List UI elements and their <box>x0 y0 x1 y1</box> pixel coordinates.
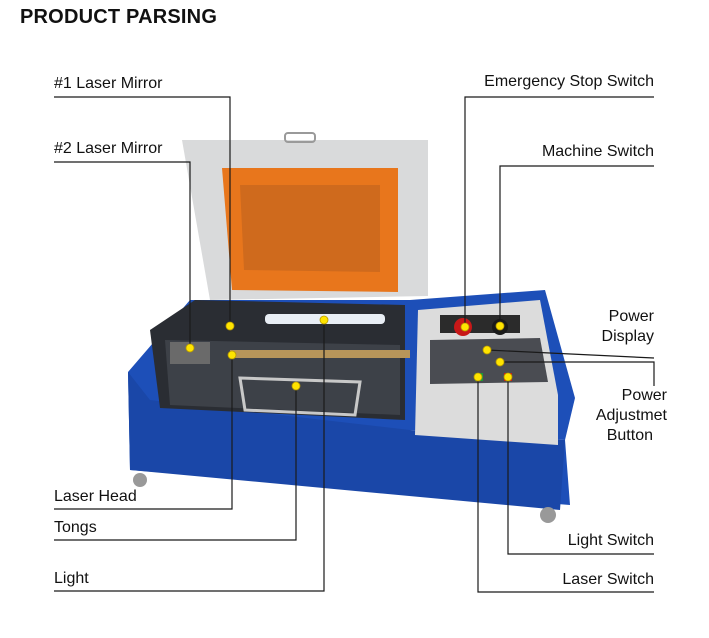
control-panel-block <box>410 290 575 445</box>
label-light: Light <box>54 570 89 587</box>
marker-dot <box>185 343 195 353</box>
marker-dot <box>319 315 329 325</box>
label-laser-mirror-2: #2 Laser Mirror <box>54 140 163 157</box>
label-machine-switch: Machine Switch <box>541 143 654 160</box>
label-power-adjust-line1: Power <box>621 387 667 404</box>
label-laser-switch: Laser Switch <box>562 571 654 588</box>
label-tongs: Tongs <box>54 519 97 536</box>
marker-dot <box>225 321 235 331</box>
label-power-adjust-line2: Adjustmet <box>595 407 667 424</box>
marker-dot <box>495 357 505 367</box>
marker-dots <box>185 315 513 391</box>
label-power-display-line2: Display <box>601 328 654 345</box>
label-laser-mirror-1: #1 Laser Mirror <box>54 75 163 92</box>
label-light-switch: Light Switch <box>567 532 654 549</box>
label-power-adjust-line3: Button <box>606 427 653 444</box>
leader-lines <box>54 96 655 593</box>
marker-dot <box>473 372 483 382</box>
label-laser-head: Laser Head <box>54 488 137 505</box>
marker-dot <box>460 322 470 332</box>
marker-dot <box>503 372 513 382</box>
label-emergency-stop-switch: Emergency Stop Switch <box>484 73 654 90</box>
page-title: PRODUCT PARSING <box>20 6 218 28</box>
label-power-display-line1: Power <box>608 308 654 325</box>
marker-dot <box>291 381 301 391</box>
marker-dot <box>482 345 492 355</box>
machine-lid <box>182 132 428 300</box>
marker-dot <box>495 321 505 331</box>
marker-dot <box>227 350 237 360</box>
